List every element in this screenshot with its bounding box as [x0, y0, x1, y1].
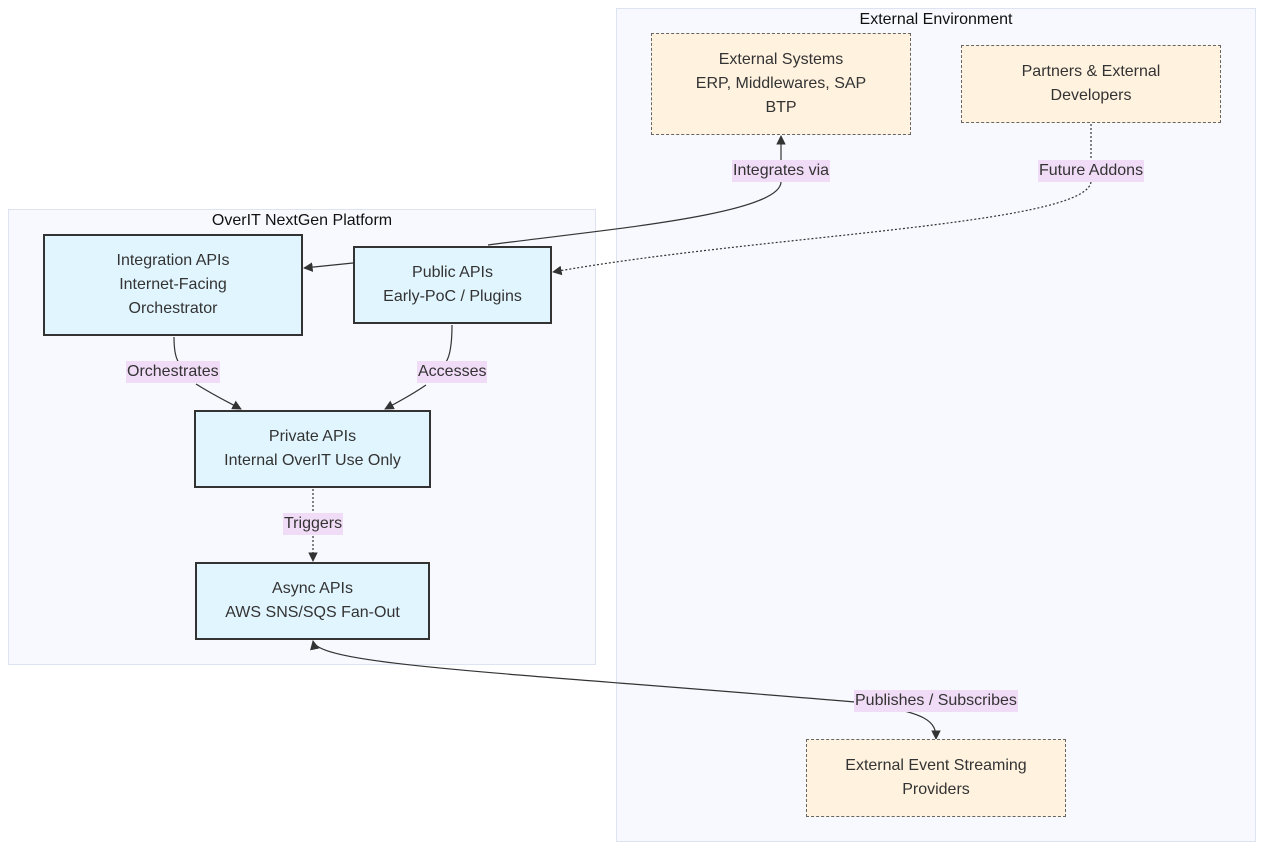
edge-integrates-via	[487, 135, 786, 246]
label-integrates-via: Integrates via	[732, 160, 831, 182]
label-orchestrates: Orchestrates	[126, 361, 220, 383]
external-systems-line-2: ERP, Middlewares, SAP	[695, 75, 867, 92]
external-systems-line-1: External Systems	[718, 51, 844, 68]
public-apis-node: Public APIs Early-PoC / Plugins	[353, 246, 552, 324]
event-streaming-node: External Event Streaming Providers	[806, 739, 1066, 817]
private-apis-line-2: Internal OverIT Use Only	[224, 452, 401, 469]
event-streaming-line-2: Providers	[902, 781, 970, 798]
edge-publishes-subscribes	[310, 640, 941, 740]
edge-public-to-integration	[303, 262, 354, 272]
platform-title: OverIT NextGen Platform	[211, 212, 393, 229]
label-triggers: Triggers	[283, 513, 344, 535]
label-accesses: Accesses	[417, 361, 488, 383]
async-apis-line-1: Async APIs	[272, 580, 353, 597]
label-publishes-subscribes: Publishes / Subscribes	[854, 690, 1018, 712]
integration-apis-line-3: Orchestrator	[128, 300, 218, 317]
integration-apis-line-2: Internet-Facing	[119, 276, 227, 293]
public-apis-line-2: Early-PoC / Plugins	[383, 288, 522, 305]
external-environment-title: External Environment	[859, 11, 1013, 28]
edge-future-addons	[553, 124, 1092, 272]
external-systems-line-3: BTP	[765, 99, 797, 116]
async-apis-line-2: AWS SNS/SQS Fan-Out	[225, 604, 400, 621]
external-systems-node: External Systems ERP, Middlewares, SAP B…	[651, 33, 911, 135]
partners-node: Partners & External Developers	[961, 45, 1221, 123]
integration-apis-line-1: Integration APIs	[116, 252, 230, 269]
event-streaming-line-1: External Event Streaming	[845, 757, 1027, 774]
private-apis-line-1: Private APIs	[268, 428, 357, 445]
public-apis-line-1: Public APIs	[412, 264, 493, 281]
edge-accesses	[385, 324, 453, 409]
partners-line-1: Partners & External	[1021, 63, 1161, 80]
label-future-addons: Future Addons	[1038, 160, 1145, 182]
private-apis-node: Private APIs Internal OverIT Use Only	[194, 410, 431, 488]
integration-apis-node: Integration APIs Internet-Facing Orchest…	[43, 234, 303, 336]
partners-line-2: Developers	[1050, 87, 1132, 104]
async-apis-node: Async APIs AWS SNS/SQS Fan-Out	[195, 562, 430, 640]
